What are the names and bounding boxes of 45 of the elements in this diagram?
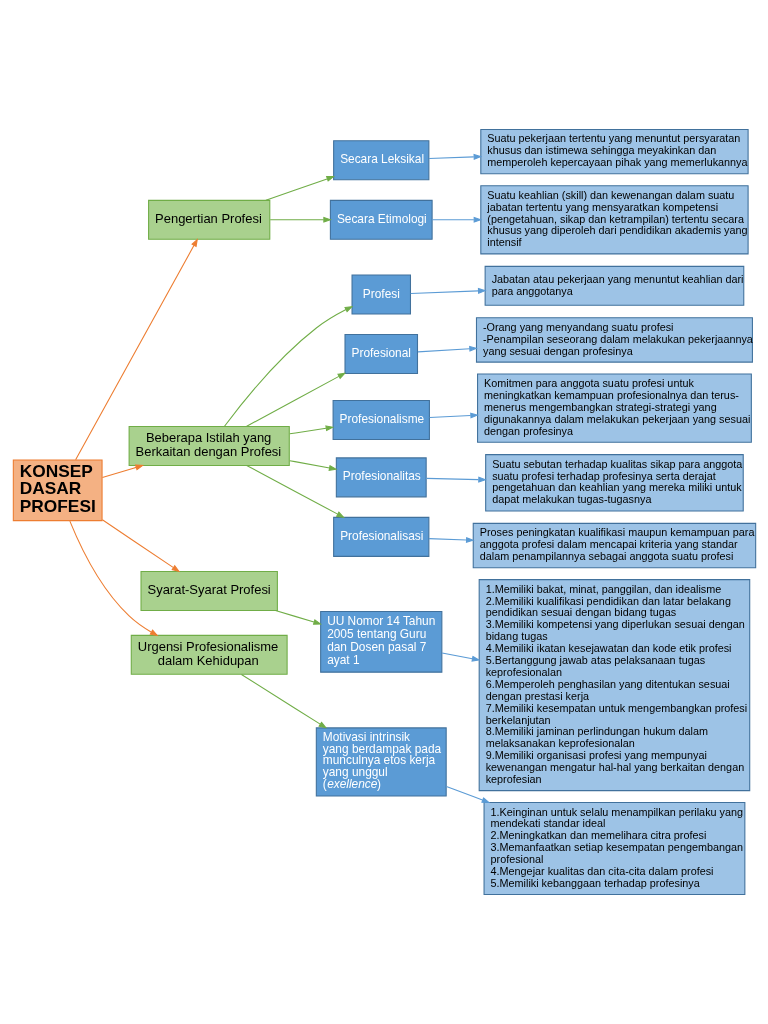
node-box: Profesionalitas [335,457,427,498]
node-box: Pengertian Profesi [147,199,270,240]
node-box: Profesionalisasi [332,516,429,557]
arrow [288,460,338,471]
arrow [223,305,353,428]
arrow [101,464,144,478]
arrow [425,476,487,483]
node-box: Secara Etimologi [329,199,433,240]
node-box: Profesionalisme [332,400,430,441]
node-box: Proses peningkatan kualifikasi maupun kemampuan para anggota profesi dalam mencapai kriteria yang standar dalam penampilannya sebagai anggota suatu profesi [472,522,756,569]
arrow [416,345,478,353]
arrow [409,287,487,294]
node-box: Suatu sebutan terhadap kualitas sikap para anggota suatu profesi terhadap profesinya serta derajat pengetahuan dan keahlian yang mereka miliki untuk dapat melakukan tugas-tugasnya [484,454,744,512]
arrow [428,412,479,419]
arrow [68,520,159,637]
arrow [269,216,332,223]
node-box: Syarat-Syarat Profesi [140,571,278,611]
node-box: Beberapa Istilah yang Berkaitan dengan Profesi [128,425,290,466]
arrow [441,652,480,662]
node-box: Motivasi intrinsik yang berdampak pada munculnya etos kerja yang unggul (exellence) [315,727,447,797]
node-box: Secara Leksikal [332,140,429,181]
arrow [445,785,490,803]
arrow [245,464,345,519]
arrow [245,372,346,428]
arrow [428,153,482,160]
node-box: 1.Memiliki bakat, minat, panggilan, dan idealisme 2.Memiliki kualifikasi pendidikan dan latar belakang pendidikan sesuai dengan bidang tugas 3.Memiliki kompetensi yang diperlukan sesuai dengan bidang tugas 4.Memiliki ikatan kesejawatan dan kode etik profesi 5.Bertanggung jawab atas pelaksanaan tugas keprofesionalan 6.Memperoleh penghasilan yang ditentukan sesuai dengan prestasi kerja 7.Memiliki kesempatan untuk mengembangkan profesi berkelanjutan 8.Memiliki jaminan perlindungan hukum dalam melaksanakan keprofesionalan 9.Memiliki organisasi profesi yang mempunyai kewenangan mengatur hal-hal yang berkaitan dengan keprofesian [478,579,750,792]
node-box: Suatu pekerjaan tertentu yang menuntut persyaratan khusus dan istimewa sehingga meyakinkan dan memperoleh kepercayaan pihak yang memerlukannya [479,128,749,175]
arrow [74,238,198,461]
arrow [288,425,334,435]
node-box: Jabatan atau pekerjaan yang menuntut keahlian dari para anggotanya [484,265,744,306]
arrow [274,610,322,625]
node-box: KONSEP DASAR PROFESI [12,459,103,522]
node-box: Suatu keahlian (skill) dan kewenangan dalam suatu jabatan tertentu yang mensyaratkan kompetensi (pengetahuan, sikap dan ketrampilan) tertentu secara khusus yang diperoleh dari pendidikan akademis yang intensif [479,185,749,255]
node-box: 1.Keinginan untuk selalu menampilkan perilaku yang mendekati standar ideal 2.Meningkatkan dan memelihara citra profesi 3.Memanfaatkan setiap kesempatan pengembangan profesional 4.Mengejar kualitas dan cita-cita dalam profesi 5.Memiliki kebanggaan terhadap profesinya [483,802,745,896]
node-box: Profesi [351,274,411,315]
arrow [264,176,335,201]
arrow [101,519,180,573]
arrow [428,537,475,544]
arrow [240,673,327,729]
node-box: UU Nomor 14 Tahun 2005 tentang Guru dan Dosen pasal 7 ayat 1 [319,611,442,673]
node-box: -Orang yang menyandang suatu profesi -Penampilan seseorang dalam melakukan pekerjaannya yang sesuai dengan profesinya [475,317,753,363]
node-box: Komitmen para anggota suatu profesi untuk meningkatkan kemampuan profesionalnya dan terus-menerus mengembangkan strategi-strategi yang digunakannya dalam melakukan pekerjaan yang sesuai dengan profesinya [476,373,752,443]
node-box: Profesional [343,334,418,375]
arrow [431,216,482,223]
node-box: Urgensi Profesionalisme dalam Kehidupan [130,634,288,675]
